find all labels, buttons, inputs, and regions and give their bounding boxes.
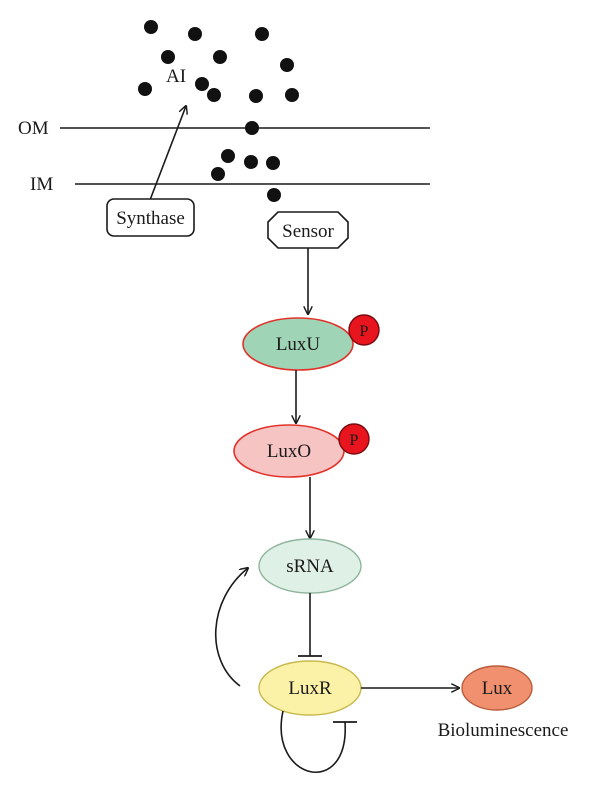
- bioluminescence-label: Bioluminescence: [438, 720, 569, 741]
- luxu-phosphate-badge: [348, 314, 380, 346]
- autoinducer-dot: [255, 27, 269, 41]
- autoinducer-dot: [245, 121, 259, 135]
- autoinducer-dot: [267, 188, 281, 202]
- autoinducer-dot: [213, 50, 227, 64]
- lux-node: [461, 665, 533, 711]
- synthase-box: [106, 198, 195, 237]
- luxr-to-srna-feedback-arrow: [214, 568, 248, 687]
- outer-membrane-label: OM: [18, 118, 49, 139]
- luxo-phosphate-badge: [338, 423, 370, 455]
- sensor-label: Sensor: [282, 221, 334, 242]
- srna-label: sRNA: [286, 556, 334, 577]
- synthase-label: Synthase: [116, 208, 185, 229]
- autoinducer-dot: [161, 50, 175, 64]
- autoinducer-dot: [285, 88, 299, 102]
- autoinducer-dot: [244, 155, 258, 169]
- luxu-node: [242, 317, 354, 371]
- autoinducer-molecules: [138, 20, 299, 202]
- sensor-box: [267, 211, 349, 249]
- synthase-to-ai-arrow: [149, 106, 186, 201]
- autoinducer-dot: [207, 88, 221, 102]
- luxu-label: LuxU: [276, 334, 321, 355]
- luxo-phosphate-label: P: [350, 432, 359, 449]
- autoinducer-dot: [195, 77, 209, 91]
- autoinducer-dot: [144, 20, 158, 34]
- autoinducer-dot: [221, 149, 235, 163]
- autoinducer-dot: [188, 27, 202, 41]
- lux-label: Lux: [482, 678, 513, 699]
- luxr-label: LuxR: [288, 678, 332, 699]
- autoinducer-label: AI: [166, 66, 186, 87]
- luxo-label: LuxO: [267, 441, 311, 462]
- autoinducer-dot: [211, 167, 225, 181]
- luxu-phosphate-label: P: [360, 323, 369, 340]
- autoinducer-dot: [280, 58, 294, 72]
- luxr-self-repression-loop: [280, 710, 346, 774]
- inner-membrane-label: IM: [30, 174, 53, 195]
- autoinducer-dot: [138, 82, 152, 96]
- autoinducer-dot: [249, 89, 263, 103]
- autoinducer-dot: [266, 156, 280, 170]
